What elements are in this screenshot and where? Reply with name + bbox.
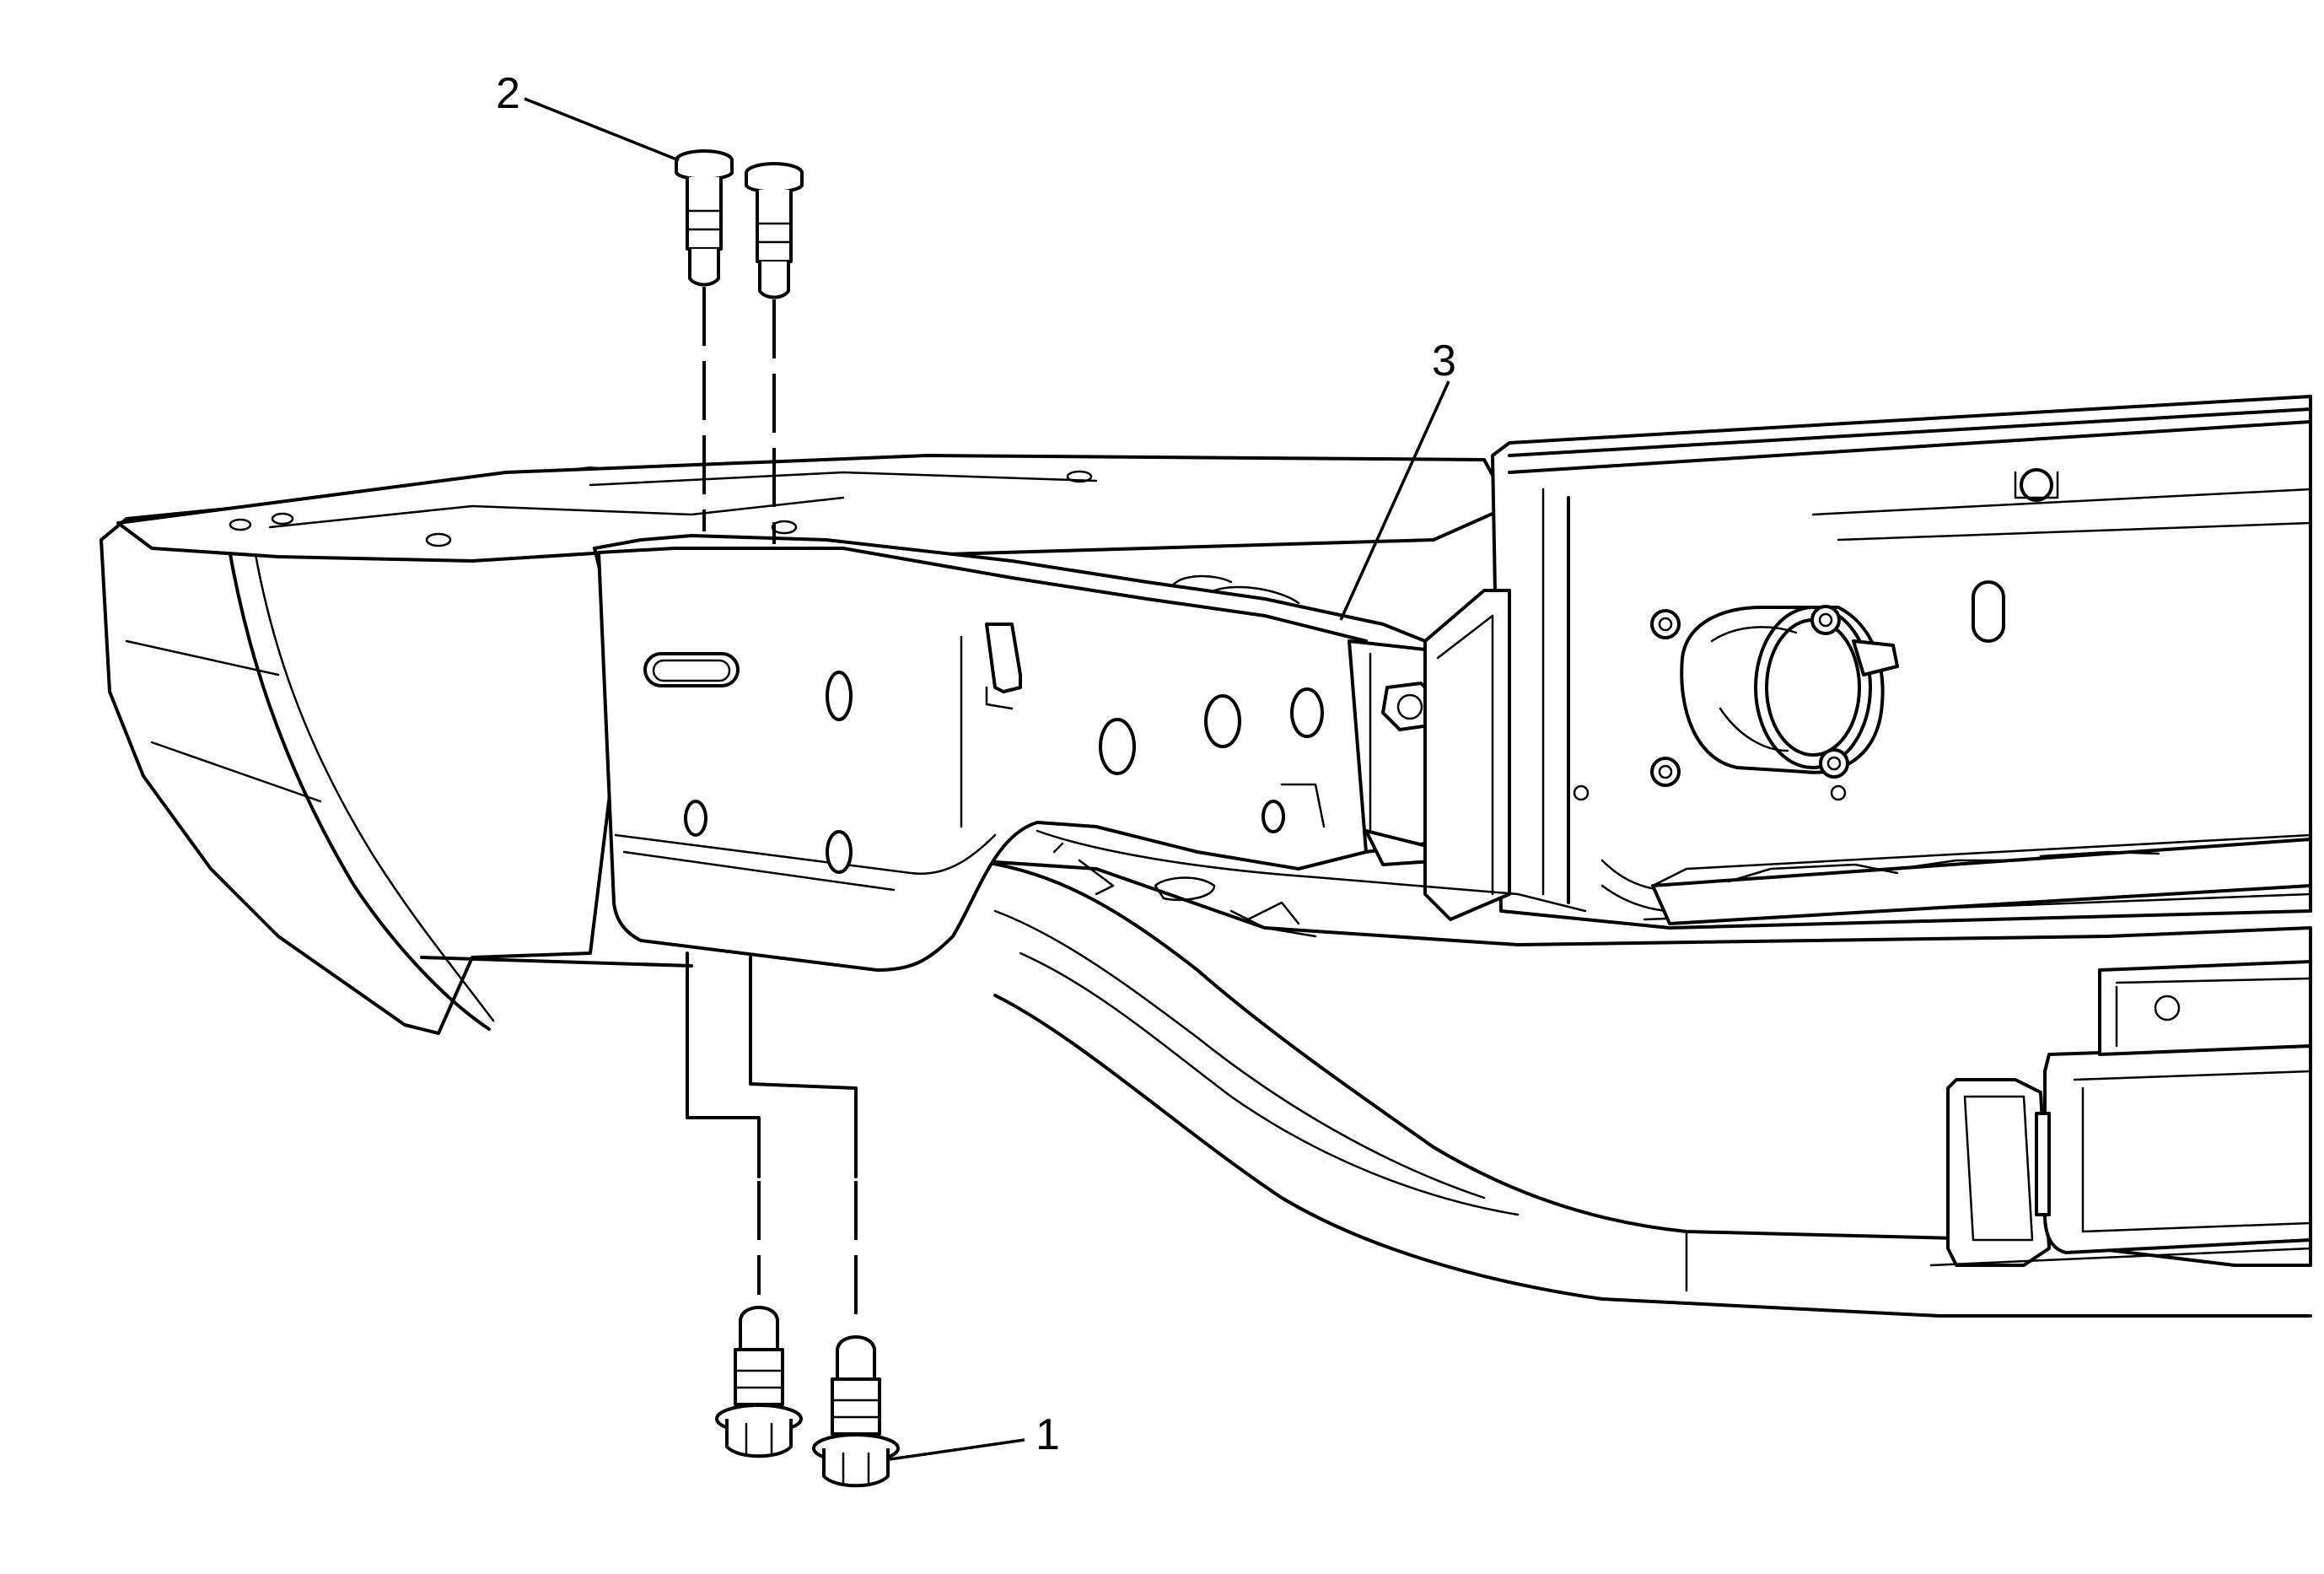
lower-bolt-left (715, 1306, 803, 1458)
callout-1: 1 (1036, 1410, 1060, 1459)
leader-line-2 (524, 97, 680, 162)
bumper-step-pad (1651, 838, 2312, 925)
step-area (1036, 829, 1587, 938)
leader-line-3 (1339, 380, 1450, 621)
license-plate-bracket (1929, 960, 2312, 1267)
bumper-bracket (593, 534, 1448, 972)
callout-3: 3 (1432, 337, 1456, 385)
frame-end-plate (1170, 574, 1511, 921)
leader-line-1 (889, 1438, 1025, 1461)
upper-bolts (675, 149, 804, 544)
upper-bolt-right (745, 162, 804, 299)
lower-bolt-right (812, 1335, 900, 1488)
bumper-end-cap (100, 466, 693, 1035)
frame-crossmember (1491, 395, 2312, 930)
callout-2: 2 (496, 69, 520, 118)
lower-bolts (686, 951, 900, 1488)
upper-bolt-left (675, 149, 734, 287)
bumper-top-surface (116, 454, 1511, 563)
hitch-receiver (1650, 605, 1899, 787)
